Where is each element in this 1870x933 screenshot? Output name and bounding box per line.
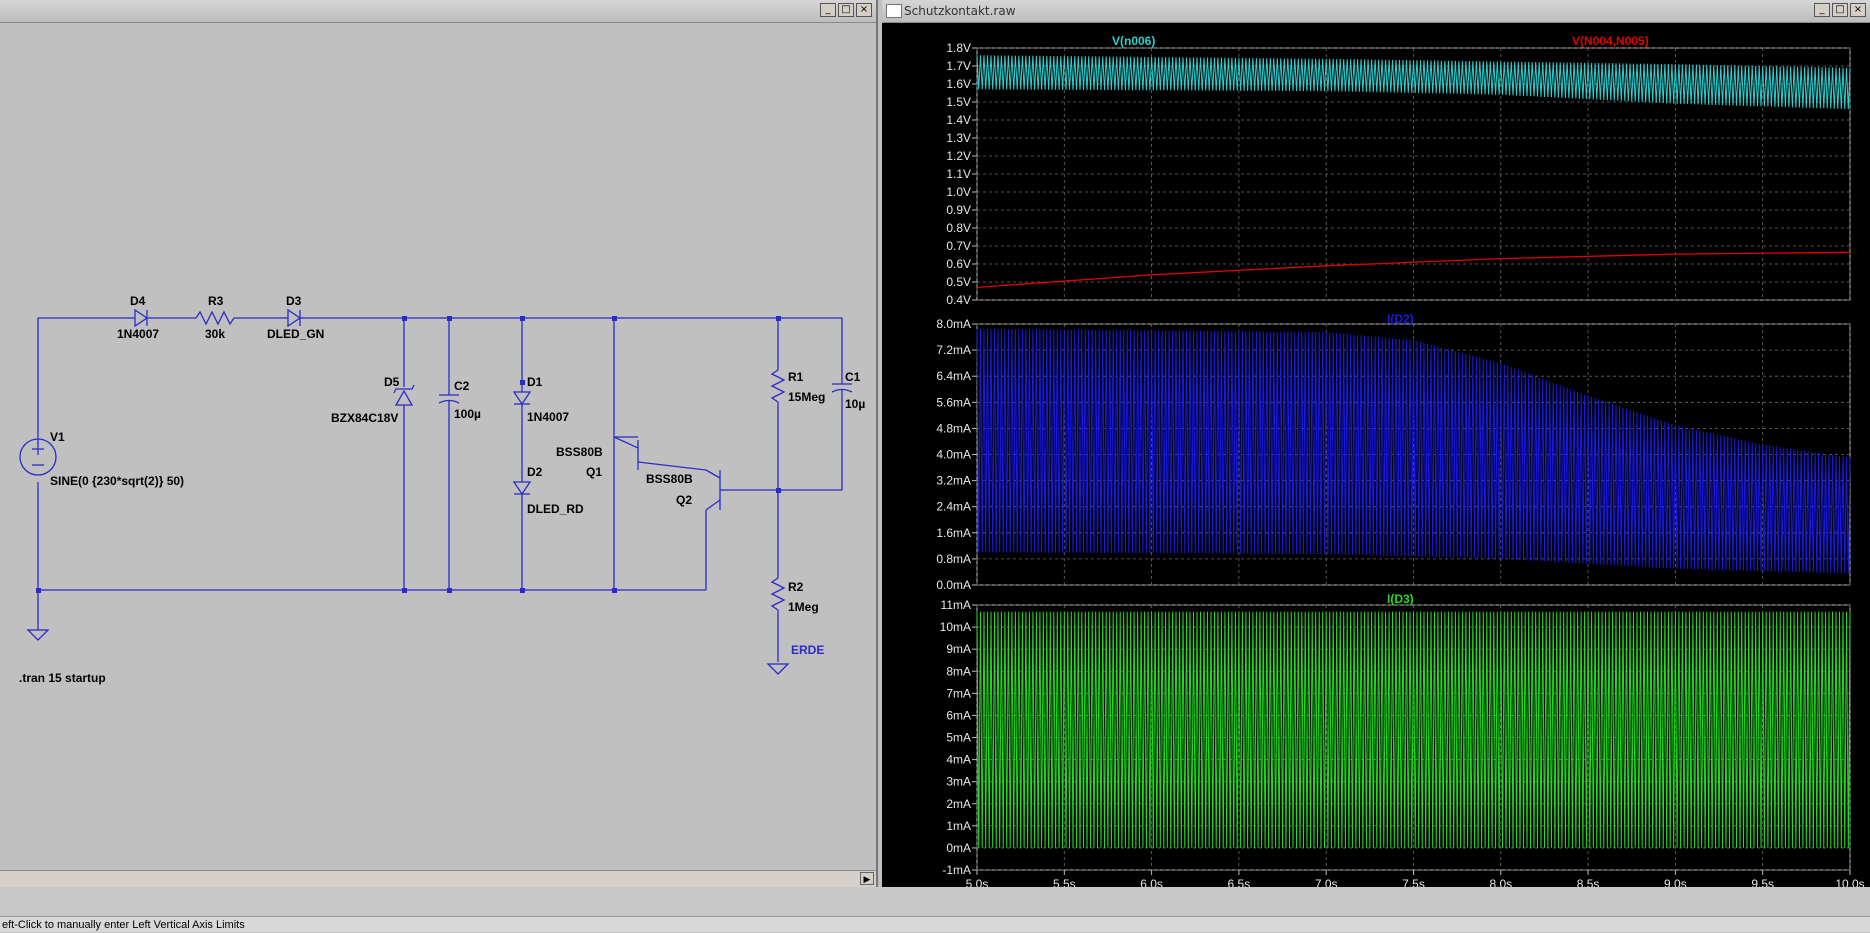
y-tick-label: 0.8V: [946, 221, 971, 235]
label-d5-model: BZX84C18V: [331, 411, 398, 425]
series-title: V(N004,N005): [1572, 34, 1649, 48]
maximize-button[interactable]: □: [838, 3, 854, 17]
label-r3-val: 30k: [205, 327, 225, 341]
label-d2-model: DLED_RD: [527, 502, 584, 516]
y-tick-label: 1.0V: [946, 185, 971, 199]
label-c2-val: 100µ: [454, 407, 481, 421]
y-tick-label: 2.4mA: [936, 500, 971, 514]
junction-dots: [36, 316, 781, 593]
label-tran-directive[interactable]: .tran 15 startup: [19, 671, 106, 685]
y-tick-label: 6mA: [946, 708, 971, 722]
y-tick-label: 2mA: [946, 797, 971, 811]
y-tick-label: 1.2V: [946, 149, 971, 163]
label-v1-val: SINE(0 {230*sqrt(2)} 50): [50, 474, 184, 488]
series-trace: [976, 328, 1851, 574]
y-tick-label: -1mA: [942, 863, 971, 877]
scroll-right-arrow-icon[interactable]: ▶: [860, 872, 874, 885]
y-tick-label: 7.2mA: [936, 343, 971, 357]
close-button[interactable]: ×: [856, 3, 872, 17]
label-erde: ERDE: [791, 643, 824, 657]
label-d4: D4: [130, 294, 146, 308]
y-tick-label: 1.4V: [946, 113, 971, 127]
y-tick-label: 5.6mA: [936, 395, 971, 409]
horizontal-scrollbar[interactable]: ▶: [0, 870, 876, 887]
y-tick-label: 0.8mA: [936, 552, 971, 566]
y-tick-label: 0.9V: [946, 203, 971, 217]
label-d1: D1: [527, 375, 543, 389]
y-tick-label: 10mA: [940, 620, 971, 634]
y-tick-label: 0.0mA: [936, 578, 971, 592]
wires: [19, 308, 853, 675]
waveform-title: Schutzkontakt.raw: [904, 4, 1016, 18]
label-d3: D3: [286, 294, 302, 308]
waveform-window-icon: [886, 4, 902, 18]
plot-pane-1: 1.8V 1.7V 1.6V 1.5V 1.4V 1.3V 1.2V 1.1V 1.0V 0.9V…: [946, 34, 1851, 307]
y-tick-label: 1.8V: [946, 41, 971, 55]
label-d2: D2: [527, 465, 543, 479]
y-tick-label: 6.4mA: [936, 369, 971, 383]
y-tick-label: 9mA: [946, 642, 971, 656]
y-tick-label: 1mA: [946, 819, 971, 833]
label-d3-model: DLED_GN: [267, 327, 324, 341]
label-q2-model: BSS80B: [646, 472, 693, 486]
y-tick-label: 1.6V: [946, 77, 971, 91]
y-tick-label: 4mA: [946, 753, 971, 767]
y-tick-label: 0.7V: [946, 239, 971, 253]
wave-minimize-button[interactable]: _: [1814, 3, 1830, 17]
label-r1: R1: [788, 370, 804, 384]
label-c1: C1: [845, 370, 861, 384]
y-tick-label: 1.7V: [946, 59, 971, 73]
series-title: V(n006): [1112, 34, 1155, 48]
y-tick-label: 1.6mA: [936, 526, 971, 540]
label-v1: V1: [50, 430, 65, 444]
y-tick-label: 0.4V: [946, 293, 971, 307]
waveform-plot-area[interactable]: 1.8V 1.7V 1.6V 1.5V 1.4V 1.3V 1.2V 1.1V 1.0V 0.9V…: [882, 22, 1870, 896]
series-trace: [976, 251, 1851, 289]
series-trace: [976, 55, 1851, 110]
y-tick-label: 4.0mA: [936, 448, 971, 462]
y-tick-label: 1.3V: [946, 131, 971, 145]
y-tick-label: 8mA: [946, 664, 971, 678]
label-q1-model: BSS80B: [556, 445, 603, 459]
y-tick-label: 7mA: [946, 686, 971, 700]
label-r3: R3: [208, 294, 224, 308]
y-tick-label: 4.8mA: [936, 421, 971, 435]
label-c2: C2: [454, 379, 470, 393]
label-d1-model: 1N4007: [527, 410, 569, 424]
schematic-window: _ □ ×: [0, 0, 878, 887]
series-trace: [976, 611, 1851, 848]
schematic-titlebar[interactable]: _ □ ×: [0, 0, 876, 23]
y-tick-label: 3mA: [946, 775, 971, 789]
label-c1-val: 10µ: [845, 397, 865, 411]
plot-pane-2: 8.0mA 7.2mA 6.4mA 5.6mA 4.8mA 4.0mA 3.2mA 2.4mA…: [936, 312, 1851, 592]
label-d5: D5: [384, 375, 400, 389]
schematic-canvas[interactable]: D4 1N4007 R3 30k D3 DLED_GN D5 BZX84C18V…: [0, 22, 876, 870]
series-title: I(D2): [1387, 312, 1414, 326]
minimize-button[interactable]: _: [820, 3, 836, 17]
series-title: I(D3): [1387, 592, 1414, 606]
lower-strip: [0, 887, 1870, 916]
wave-close-button[interactable]: ×: [1850, 3, 1866, 17]
y-tick-label: 0.5V: [946, 275, 971, 289]
waveform-titlebar[interactable]: Schutzkontakt.raw _ □ ×: [882, 0, 1870, 23]
y-tick-label: 0.6V: [946, 257, 971, 271]
wave-maximize-button[interactable]: □: [1832, 3, 1848, 17]
label-r2-val: 1Meg: [788, 600, 819, 614]
plot-pane-3: 11mA 10mA 9mA 8mA 7mA 6mA 5mA 4mA 3mA 2mA 1mA 0mA -1…: [940, 592, 1865, 891]
label-d4-model: 1N4007: [117, 327, 159, 341]
y-tick-label: 3.2mA: [936, 474, 971, 488]
status-bar: eft-Click to manually enter Left Vertica…: [0, 916, 1870, 932]
y-tick-label: 11mA: [941, 598, 971, 612]
label-r2: R2: [788, 580, 804, 594]
y-tick-label: 1.5V: [946, 95, 971, 109]
label-q2: Q2: [676, 493, 692, 507]
y-tick-label: 0mA: [946, 841, 971, 855]
y-tick-label: 8.0mA: [936, 317, 971, 331]
waveform-window: Schutzkontakt.raw _ □ × 1.8V 1.7V 1.6V 1.5V…: [882, 0, 1870, 896]
y-tick-label: 1.1V: [946, 167, 971, 181]
y-tick-label: 5mA: [946, 731, 971, 745]
label-q1: Q1: [586, 465, 602, 479]
label-r1-val: 15Meg: [788, 390, 825, 404]
